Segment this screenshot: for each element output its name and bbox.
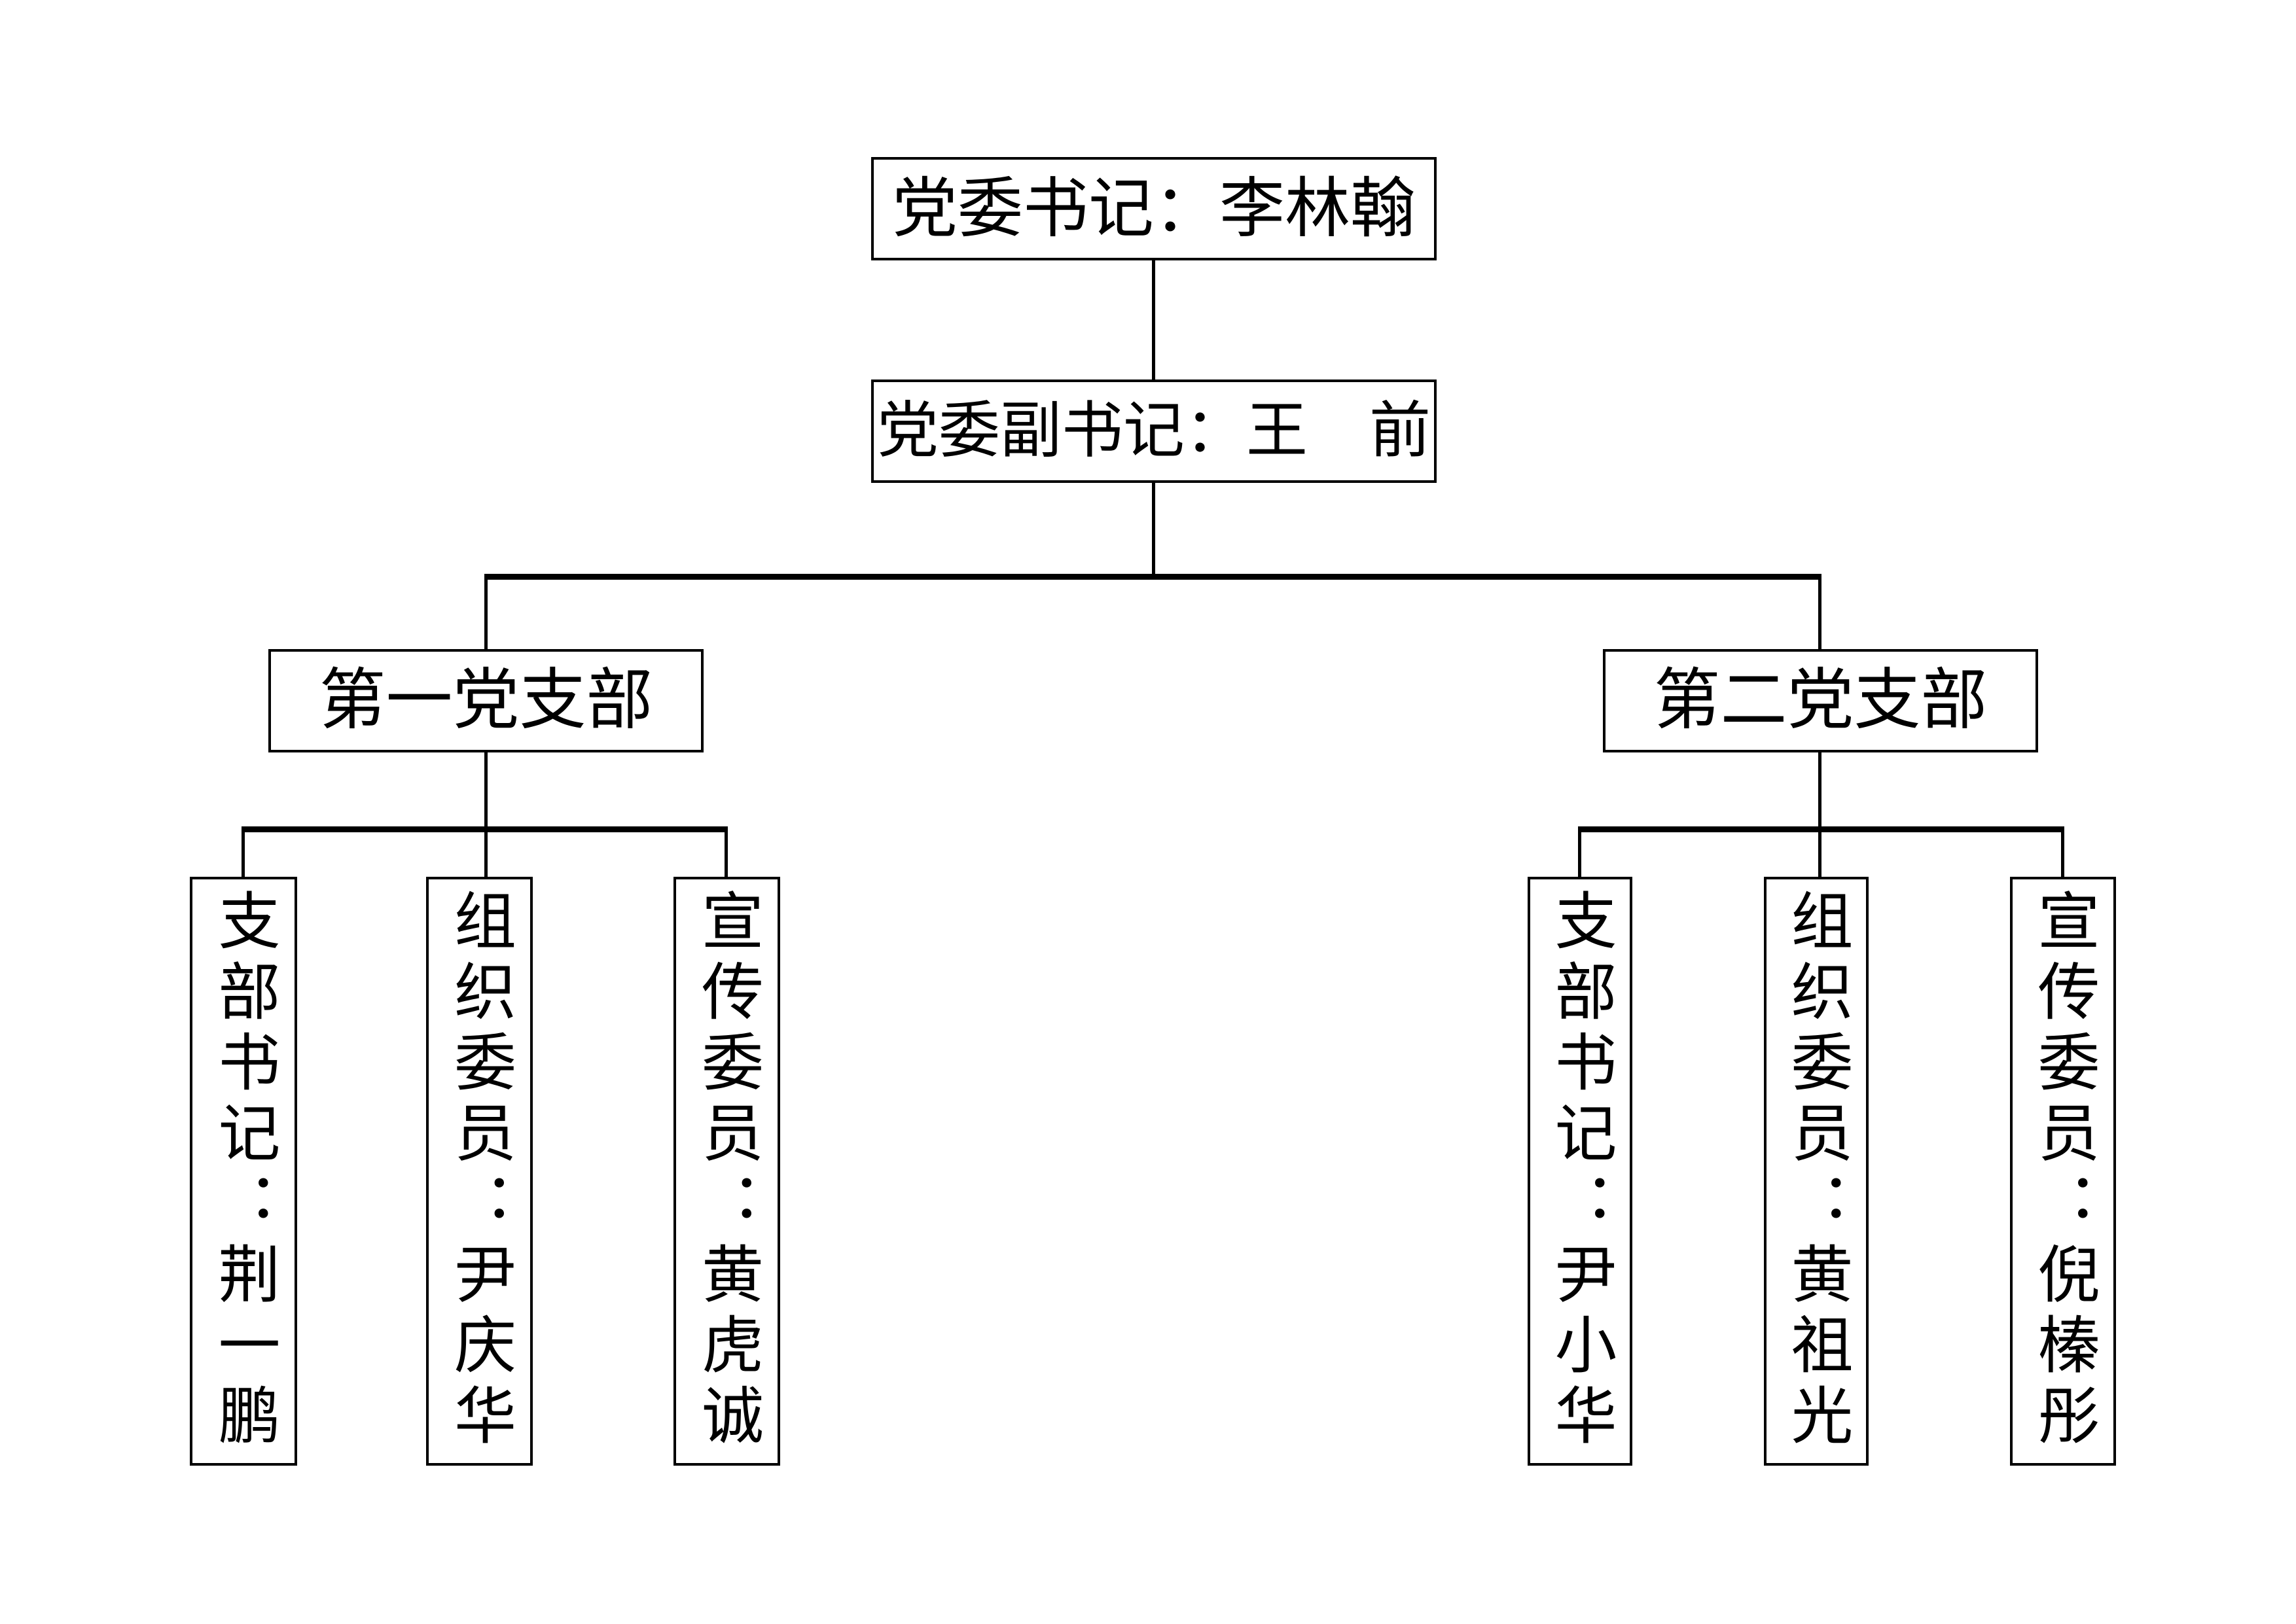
party-secretary-label: 党委书记：李林翰 [892,170,1416,247]
node-branch1-publicity-member: 宣传委员：黄虎诚 [673,877,780,1466]
node-branch2-organization-member: 组织委员：黄祖光 [1764,877,1869,1466]
branch2-secretary-label: 支部书记：尹小华 [1544,889,1617,1454]
connector-member5-drop [1818,826,1821,877]
connector-branch2-drop [1818,574,1821,649]
node-branch1-organization-member: 组织委员：尹庆华 [426,877,533,1466]
node-party-secretary: 党委书记：李林翰 [871,157,1437,260]
branch-1-label: 第一党支部 [319,662,653,739]
branch2-organization-member-label: 组织委员：黄祖光 [1780,889,1853,1454]
connector-deputy-stem [1152,483,1155,579]
branch-2-label: 第二党支部 [1653,662,1988,739]
branch2-publicity-member-label: 宣传委员：倪榛彤 [2027,889,2100,1454]
connector-root-to-deputy [1152,260,1155,380]
connector-member1-drop [242,826,245,877]
connector-member3-drop [725,826,728,877]
branch1-secretary-label: 支部书记：荆一鹏 [207,889,280,1454]
connector-member4-drop [1578,826,1581,877]
connector-member6-drop [2061,826,2064,877]
connector-member2-drop [484,826,488,877]
branch1-publicity-member-label: 宣传委员：黄虎诚 [691,889,763,1454]
connector-branch-tee [484,574,1821,580]
connector-branch1-stem [484,752,488,832]
connector-branch1-drop [484,574,488,649]
node-branch-2: 第二党支部 [1603,649,2038,752]
connector-branch2-stem [1818,752,1821,832]
node-branch-1: 第一党支部 [268,649,704,752]
node-deputy-secretary: 党委副书记：王 前 [871,380,1437,483]
node-branch2-secretary: 支部书记：尹小华 [1528,877,1632,1466]
node-branch2-publicity-member: 宣传委员：倪榛彤 [2010,877,2116,1466]
node-branch1-secretary: 支部书记：荆一鹏 [190,877,297,1466]
branch1-organization-member-label: 组织委员：尹庆华 [444,889,516,1454]
deputy-secretary-label: 党委副书记：王 前 [876,395,1431,467]
